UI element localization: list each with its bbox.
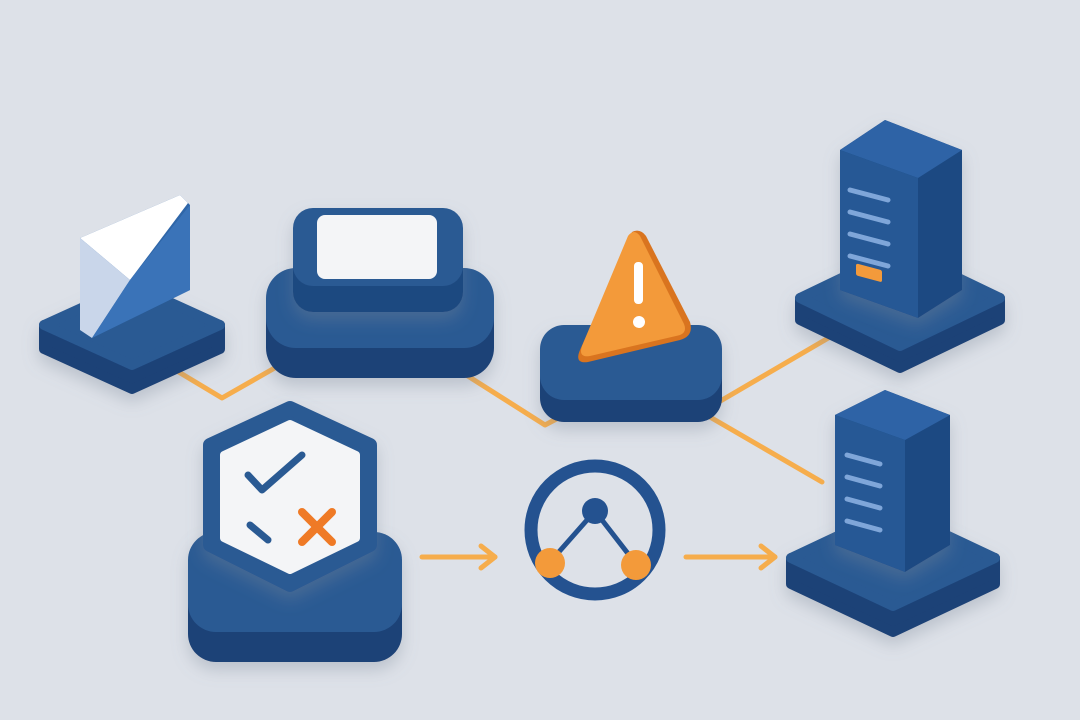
card-stack-node (266, 208, 494, 378)
envelope-left-face (80, 238, 130, 338)
server-slot-4 (847, 253, 891, 269)
envelope-flap (80, 195, 188, 280)
hexagon-panel (220, 420, 360, 574)
network-hub-node (582, 498, 608, 524)
server-slot-1 (847, 187, 891, 203)
server-slot-2 (847, 209, 891, 225)
exclamation-bar (634, 262, 643, 304)
arrow-2 (683, 543, 778, 571)
server-slot-4 (844, 518, 883, 533)
envelope-icon (80, 195, 190, 338)
checklist-node (188, 401, 402, 662)
server-slot-2 (844, 474, 883, 489)
server-slot-3 (847, 231, 891, 247)
arrow-head-icon (758, 543, 778, 571)
network-ring (524, 459, 666, 601)
envelope-right-face (92, 205, 190, 338)
server-slot-1 (844, 452, 883, 467)
exclamation-dot (633, 316, 645, 328)
server-top-face (840, 120, 962, 178)
dash-icon (246, 521, 272, 544)
server-front-face (835, 415, 905, 572)
server-top-node (795, 120, 1005, 373)
arrow-1 (419, 543, 498, 571)
check-x-hexagon-icon (203, 401, 377, 592)
connector-line-4 (702, 327, 845, 413)
server-icon (840, 120, 962, 318)
mail-node (39, 195, 225, 394)
server-icon (835, 390, 950, 572)
checkmark-icon (244, 451, 306, 494)
x-mark-icon (298, 508, 336, 546)
server-status-led (856, 263, 882, 282)
server-bottom-node (786, 390, 1000, 637)
arrow-head-icon (478, 543, 498, 571)
warning-triangle-face (581, 232, 685, 357)
network-node (524, 459, 666, 601)
network-leaf-node-left (535, 548, 565, 578)
card-panel-icon (317, 215, 437, 279)
network-leaf-node-right (621, 550, 651, 580)
server-slot-3 (844, 496, 883, 511)
warning-triangle-icon (578, 230, 691, 363)
nodes (39, 120, 1005, 662)
server-top-face (835, 390, 950, 440)
x-stroke-2 (298, 508, 336, 546)
warning-node (540, 230, 722, 422)
